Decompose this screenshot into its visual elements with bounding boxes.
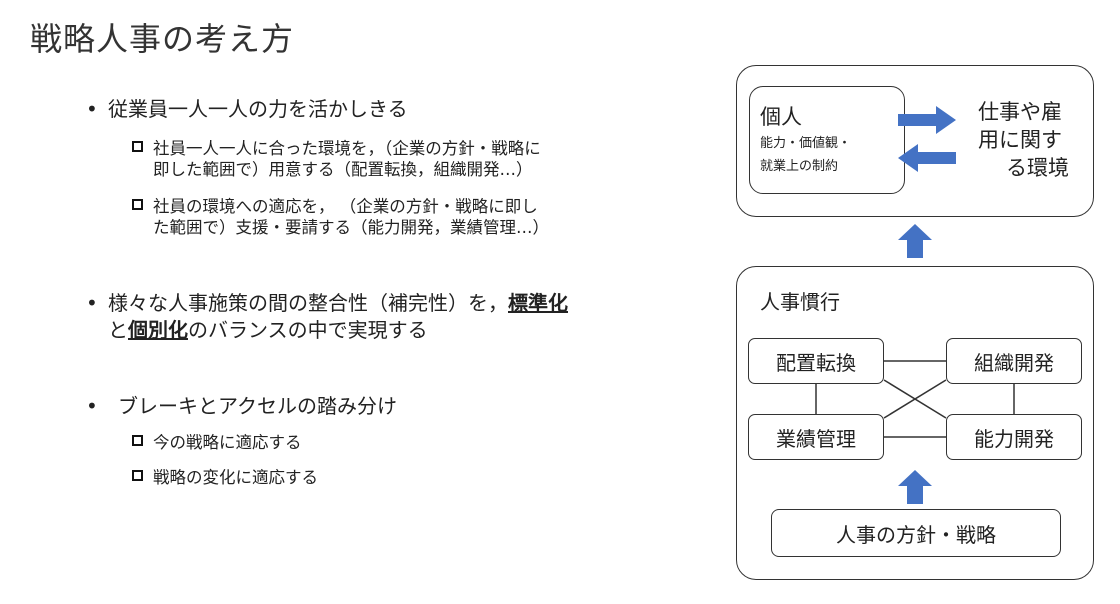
sub-item-1-1-line1: 社員一人一人に合った環境を，（企業の方針・戦略に — [153, 139, 541, 158]
environment-line1: 仕事や雇 — [978, 100, 1062, 124]
arrow-right-icon — [898, 106, 956, 134]
practice-box-org-development: 組織開発 — [946, 338, 1082, 384]
sub-item-1-2: 社員の環境への適応を， （企業の方針・戦略に即し た範囲で）支援・要請する（能力… — [132, 196, 692, 238]
arrow-up-icon — [898, 224, 932, 258]
square-bullet-icon — [132, 435, 143, 446]
sub-item-1-1: 社員一人一人に合った環境を，（企業の方針・戦略に 即した範囲で）用意する（配置転… — [132, 138, 692, 180]
bullet-2-line1: 様々な人事施策の間の整合性（補完性）を，標準化 — [108, 290, 686, 317]
square-bullet-icon — [132, 470, 143, 481]
individual-line2: 就業上の制約 — [760, 159, 839, 174]
bullet-1: • 従業員一人一人の力を活かしきる — [86, 96, 408, 123]
bullet-dot-icon: • — [86, 394, 98, 418]
environment-label: 仕事や雇 用に関す る環境 — [978, 98, 1088, 182]
bullet-2-bold-individualization: 個別化 — [128, 318, 188, 342]
sub-item-3-2: 戦略の変化に適応する — [132, 467, 318, 488]
bullet-dot-icon: • — [86, 97, 98, 121]
bullet-1-text: 従業員一人一人の力を活かしきる — [108, 97, 408, 121]
bullet-2-bold-standardization: 標準化 — [508, 291, 568, 315]
environment-line3: る環境 — [1006, 156, 1069, 180]
practice-box-skill-development: 能力開発 — [946, 414, 1082, 460]
bullet-2-line2: と個別化のバランスの中で実現する — [108, 317, 686, 344]
sub-item-3-1-text: 今の戦略に適応する — [153, 433, 302, 452]
bullet-3-text: ブレーキとアクセルの踏み分け — [118, 394, 397, 418]
sub-item-1-2-line1: 社員の環境への適応を， （企業の方針・戦略に即し — [153, 197, 538, 216]
individual-line1: 能力・価値観・ — [760, 136, 852, 151]
individual-title: 個人 — [760, 105, 802, 129]
page-title: 戦略人事の考え方 — [30, 20, 295, 58]
environment-line2: 用に関す — [978, 128, 1062, 152]
arrow-up-icon — [898, 470, 932, 504]
practices-title: 人事慣行 — [760, 290, 840, 314]
bullet-dot-icon: • — [86, 291, 98, 315]
sub-item-1-2-line2: た範囲で）支援・要請する（能力開発，業績管理…） — [153, 218, 549, 237]
square-bullet-icon — [132, 199, 143, 210]
bullet-2-text-a: 様々な人事施策の間の整合性（補完性）を， — [108, 291, 508, 315]
arrow-left-icon — [898, 144, 956, 172]
practice-box-placement: 配置転換 — [748, 338, 884, 384]
bullet-2-text-c: のバランスの中で実現する — [188, 318, 428, 342]
square-bullet-icon — [132, 141, 143, 152]
policy-box: 人事の方針・戦略 — [771, 509, 1061, 557]
individual-box — [749, 86, 905, 194]
practice-box-performance-mgmt: 業績管理 — [748, 414, 884, 460]
bullet-2-text-b: と — [108, 318, 128, 342]
sub-item-3-1: 今の戦略に適応する — [132, 432, 302, 453]
sub-item-1-1-line2: 即した範囲で）用意する（配置転換，組織開発…） — [153, 160, 533, 179]
sub-item-3-2-text: 戦略の変化に適応する — [153, 468, 318, 487]
bullet-2: • 様々な人事施策の間の整合性（補完性）を，標準化 と個別化のバランスの中で実現… — [86, 290, 686, 344]
connector-line — [883, 379, 947, 419]
bullet-3: • ブレーキとアクセルの踏み分け — [86, 393, 397, 420]
